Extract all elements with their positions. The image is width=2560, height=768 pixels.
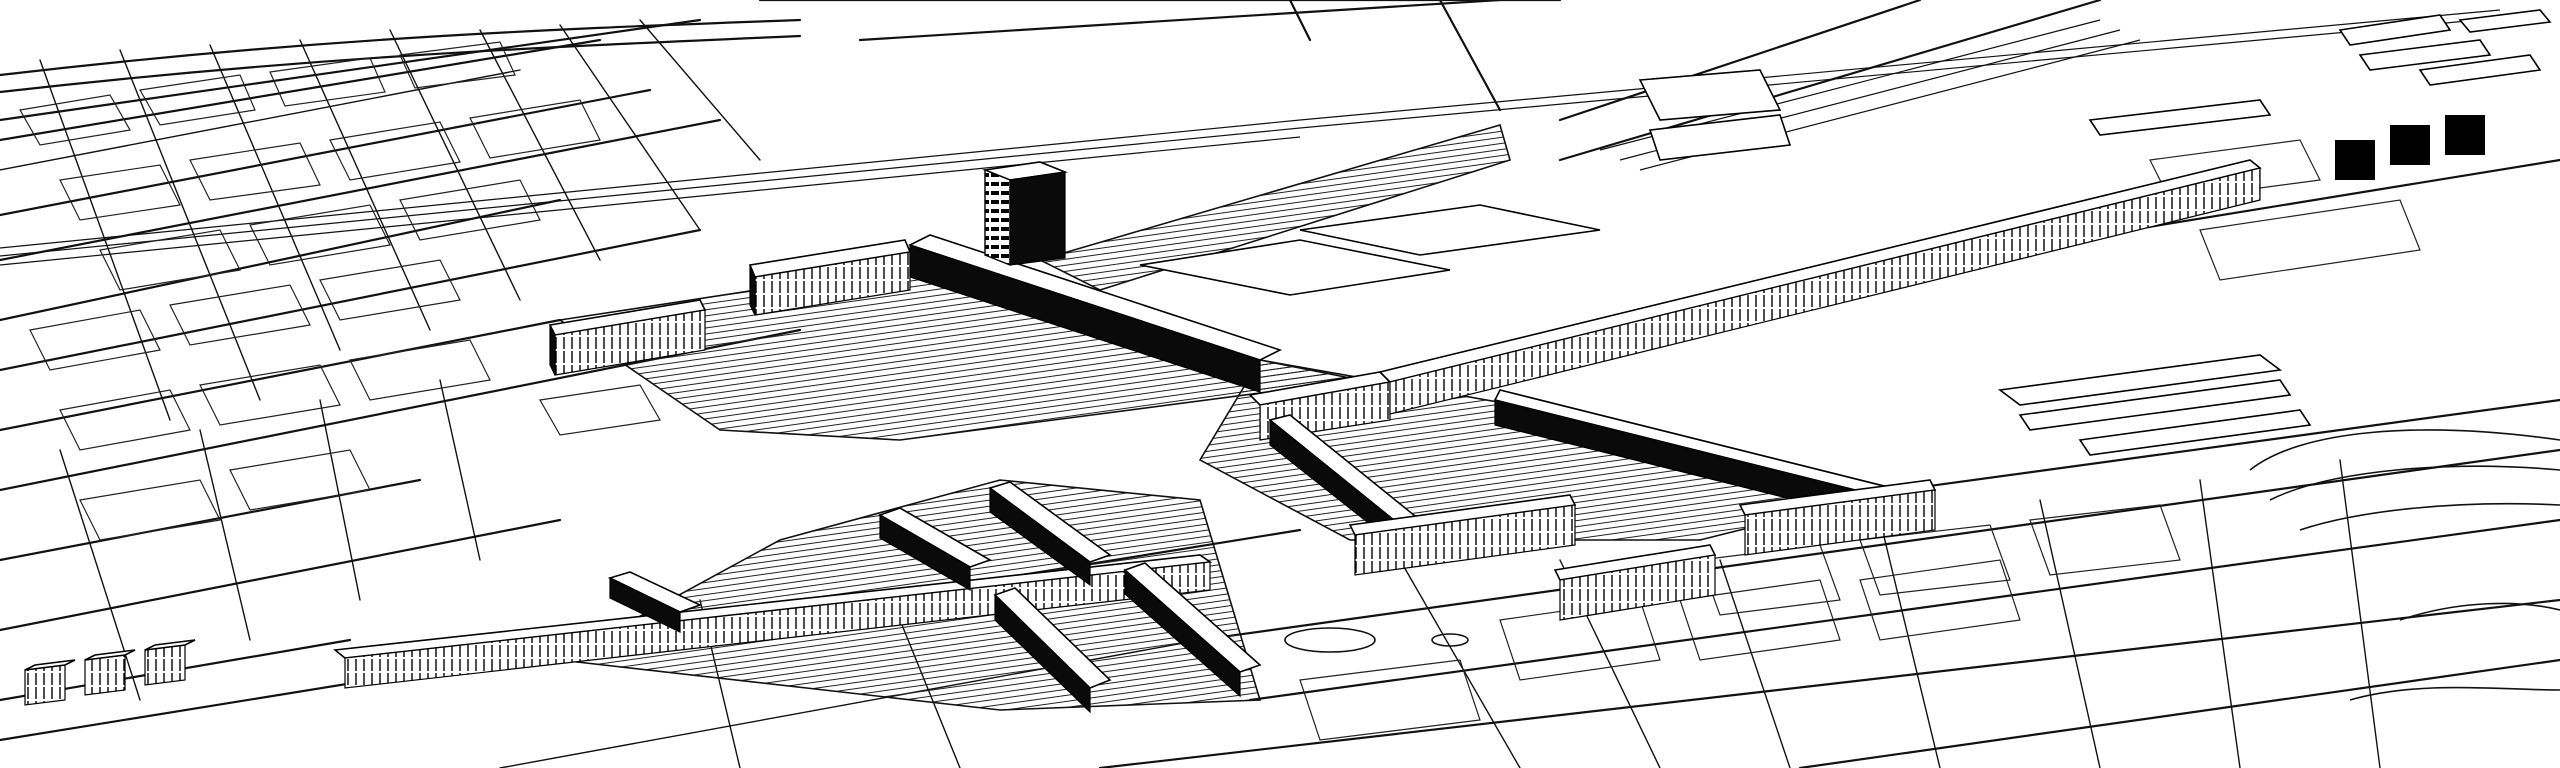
industrial-buildings [1139,9,2552,456]
park-contours [1284,429,2560,701]
tower [981,161,1069,267]
diagonal-plaza [1037,124,1511,291]
cube-blocks [24,639,196,706]
slab-buildings [332,159,2262,714]
city-blocks [19,41,2421,741]
